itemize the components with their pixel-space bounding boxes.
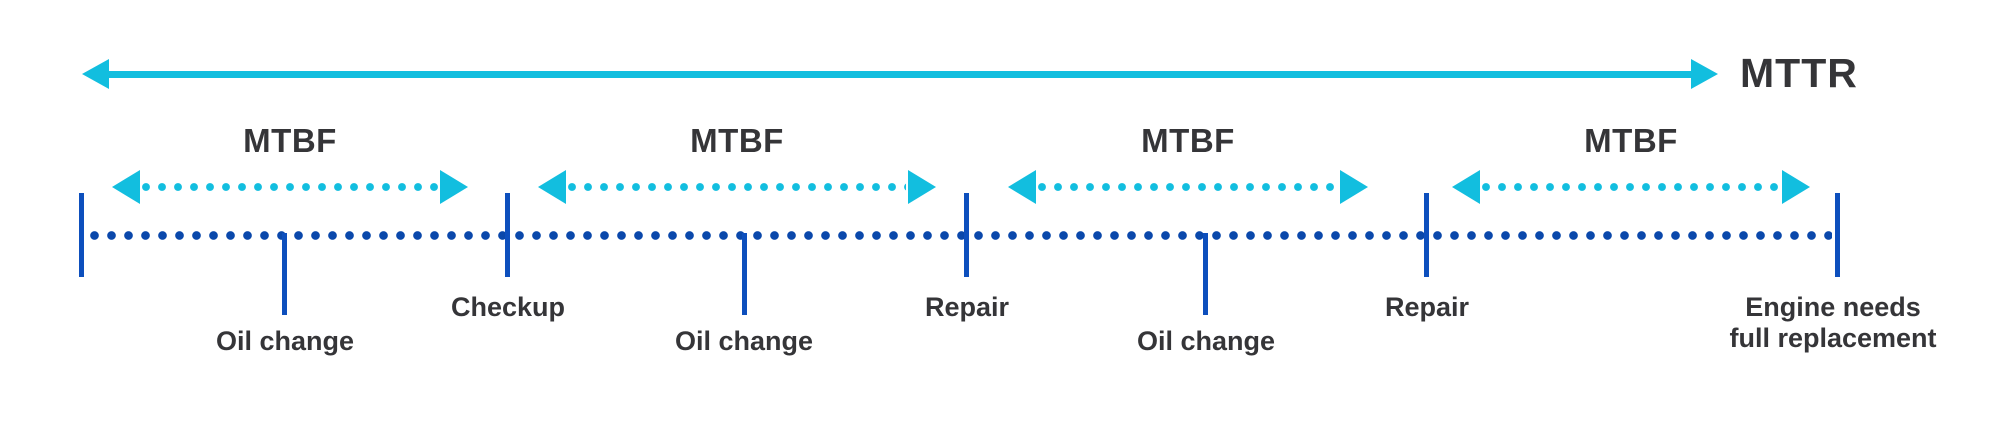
mtbf-label-4: MTBF — [1584, 122, 1678, 159]
event-label-oil-change-2: Oil change — [674, 326, 814, 356]
engine-label-line-2: full replacement — [1729, 323, 1937, 353]
mttr-arrow-line — [102, 71, 1696, 78]
mtbf-dotted-line — [1482, 183, 1780, 191]
mtbf-arrowhead-left-icon — [538, 170, 566, 204]
event-label-oil-change-1: Oil change — [215, 326, 355, 356]
tick-timeline-start — [79, 193, 84, 277]
event-label-oil-change-3: Oil change — [1136, 326, 1276, 356]
mtbf-dotted-line — [142, 183, 438, 191]
mtbf-arrow-2 — [538, 170, 936, 204]
event-label-repair-1: Repair — [924, 292, 1010, 322]
mtbf-arrowhead-right-icon — [440, 170, 468, 204]
mtbf-arrowhead-left-icon — [1008, 170, 1036, 204]
mtbf-label-1: MTBF — [243, 122, 337, 159]
mtbf-arrowhead-right-icon — [1340, 170, 1368, 204]
mtbf-arrowhead-left-icon — [1452, 170, 1480, 204]
tick-oil-change-2 — [742, 233, 747, 315]
event-label-engine-replacement: Engine needs full replacement — [1673, 292, 1993, 354]
mtbf-arrow-3 — [1008, 170, 1368, 204]
tick-repair-1 — [964, 193, 969, 277]
mtbf-arrowhead-right-icon — [908, 170, 936, 204]
mttr-label: MTTR — [1740, 50, 1858, 96]
mtbf-dotted-line — [568, 183, 906, 191]
engine-label-line-1: Engine needs — [1745, 292, 1921, 322]
mtbf-label-3: MTBF — [1141, 122, 1235, 159]
mttr-arrowhead-right-icon — [1691, 59, 1718, 89]
mtbf-arrowhead-right-icon — [1782, 170, 1810, 204]
tick-engine-replacement — [1835, 193, 1840, 277]
timeline-dotted-line — [90, 231, 1832, 240]
mtbf-arrow-1 — [112, 170, 468, 204]
mtbf-dotted-line — [1038, 183, 1338, 191]
mtbf-label-2: MTBF — [690, 122, 784, 159]
tick-repair-2 — [1424, 193, 1429, 277]
mtbf-arrowhead-left-icon — [112, 170, 140, 204]
event-label-repair-2: Repair — [1384, 292, 1470, 322]
tick-checkup — [505, 193, 510, 277]
mtbf-arrow-4 — [1452, 170, 1810, 204]
tick-oil-change-1 — [282, 233, 287, 315]
event-label-checkup: Checkup — [450, 292, 566, 322]
tick-oil-change-3 — [1203, 233, 1208, 315]
